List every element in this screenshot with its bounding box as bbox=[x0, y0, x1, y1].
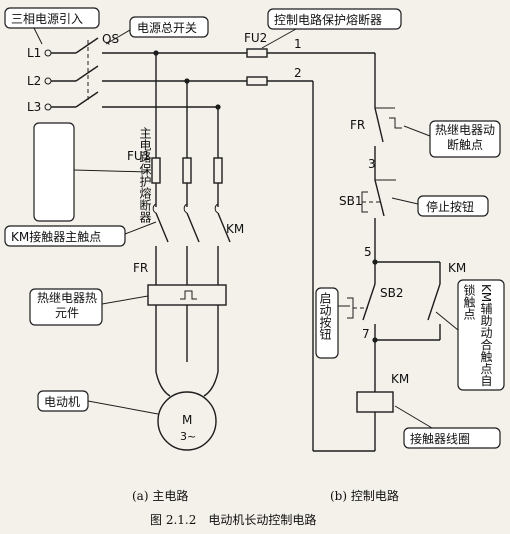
label-sb2: SB2 bbox=[380, 286, 403, 300]
fu1-fuse-1 bbox=[151, 157, 161, 184]
callout-stop-button bbox=[417, 195, 489, 217]
label-l1: L1 bbox=[27, 46, 41, 60]
label-fu2: FU2 bbox=[244, 31, 267, 45]
fu2-fuse-1 bbox=[246, 48, 268, 58]
callout-control-fuse-text: 控制电路保护熔断器 bbox=[274, 12, 382, 27]
callout-main-switch-text: 电源总开关 bbox=[137, 21, 197, 35]
callout-km-aux-contact bbox=[457, 279, 505, 391]
label-node-3: 3 bbox=[368, 157, 376, 171]
callout-main-fuse bbox=[33, 122, 75, 222]
label-fu1: FU1 bbox=[127, 149, 150, 163]
km-main-contact-1 bbox=[155, 212, 169, 243]
label-node-1: 1 bbox=[294, 37, 302, 51]
caption-main-circuit: (a) 主电路 bbox=[132, 488, 188, 503]
callout-km-main-contact-text: KM接触器主触点 bbox=[11, 229, 101, 244]
label-motor-m: M bbox=[182, 413, 192, 427]
label-sb1: SB1 bbox=[339, 194, 362, 208]
terminal-l2 bbox=[44, 77, 52, 85]
callout-stop-button-text: 停止按钮 bbox=[426, 199, 474, 214]
circuit-labels: L1 L2 L3 QS FU2 FU1 KM FR M 3~ 1 2 3 5 7… bbox=[27, 31, 466, 443]
label-qs: QS bbox=[102, 32, 119, 46]
callout-control-fuse bbox=[267, 8, 402, 30]
callout-start-button-text: 启动按钮 bbox=[318, 292, 332, 340]
callout-contactor-coil bbox=[403, 427, 501, 449]
label-node-5: 5 bbox=[364, 245, 372, 259]
callout-start-button bbox=[315, 287, 339, 359]
terminal-l3 bbox=[44, 103, 52, 111]
fr-nc-contact bbox=[374, 107, 384, 143]
callout-thermal-contact bbox=[429, 120, 501, 158]
label-l3: L3 bbox=[27, 100, 41, 114]
callouts: 三相电源引入 电源总开关 控制电路保护熔断器 主电路保护熔断器 KM接触器主触点… bbox=[4, 7, 505, 449]
fu1-fuse-3 bbox=[213, 157, 223, 184]
sb2-contact bbox=[362, 283, 376, 321]
fr-thermal-element bbox=[147, 284, 227, 306]
callout-thermal-contact-text: 热继电器动断触点 bbox=[434, 123, 495, 152]
label-node-7: 7 bbox=[362, 327, 370, 341]
fu2-fuse-2 bbox=[246, 76, 268, 86]
terminal-l1 bbox=[44, 49, 52, 57]
km-coil bbox=[356, 391, 394, 413]
km-main-contact-3 bbox=[217, 212, 231, 243]
fu1-fuse-2 bbox=[182, 157, 192, 184]
caption-control-circuit: (b) 控制电路 bbox=[330, 488, 399, 503]
label-fr-ctrl: FR bbox=[350, 118, 365, 132]
label-l2: L2 bbox=[27, 74, 41, 88]
callout-thermal-element-text: 热继电器热元件 bbox=[36, 291, 97, 320]
label-km-coil: KM bbox=[391, 372, 409, 386]
km-aux-contact bbox=[427, 283, 441, 321]
qs-blade-2 bbox=[75, 65, 99, 82]
label-km-aux: KM bbox=[448, 261, 466, 275]
label-motor-phase: 3~ bbox=[180, 430, 196, 443]
label-fr-main: FR bbox=[133, 261, 148, 275]
label-km-main: KM bbox=[226, 222, 244, 236]
km-main-contact-2 bbox=[186, 212, 200, 243]
motor-symbol bbox=[157, 391, 217, 451]
main-circuit-wiring bbox=[44, 37, 375, 451]
qs-blade-1 bbox=[75, 37, 99, 54]
callout-three-phase-input bbox=[4, 7, 100, 29]
callout-thermal-element bbox=[29, 288, 103, 326]
callout-three-phase-input-text: 三相电源引入 bbox=[11, 12, 83, 26]
callout-motor-text: 电动机 bbox=[44, 395, 80, 409]
sb1-contact bbox=[374, 179, 385, 217]
label-node-2: 2 bbox=[294, 66, 302, 80]
captions: (a) 主电路 (b) 控制电路 图 2.1.2 电动机长动控制电路 bbox=[132, 488, 399, 527]
callout-contactor-coil-text: 接触器线圈 bbox=[410, 431, 470, 446]
control-circuit-wiring bbox=[246, 48, 441, 452]
figure-title: 图 2.1.2 电动机长动控制电路 bbox=[150, 512, 316, 527]
callout-main-switch bbox=[129, 16, 209, 38]
qs-blade-3 bbox=[75, 91, 99, 108]
callout-km-main-contact bbox=[4, 225, 126, 247]
callout-km-aux-contact-text: KM辅助动合触点自锁触点 bbox=[462, 284, 493, 387]
